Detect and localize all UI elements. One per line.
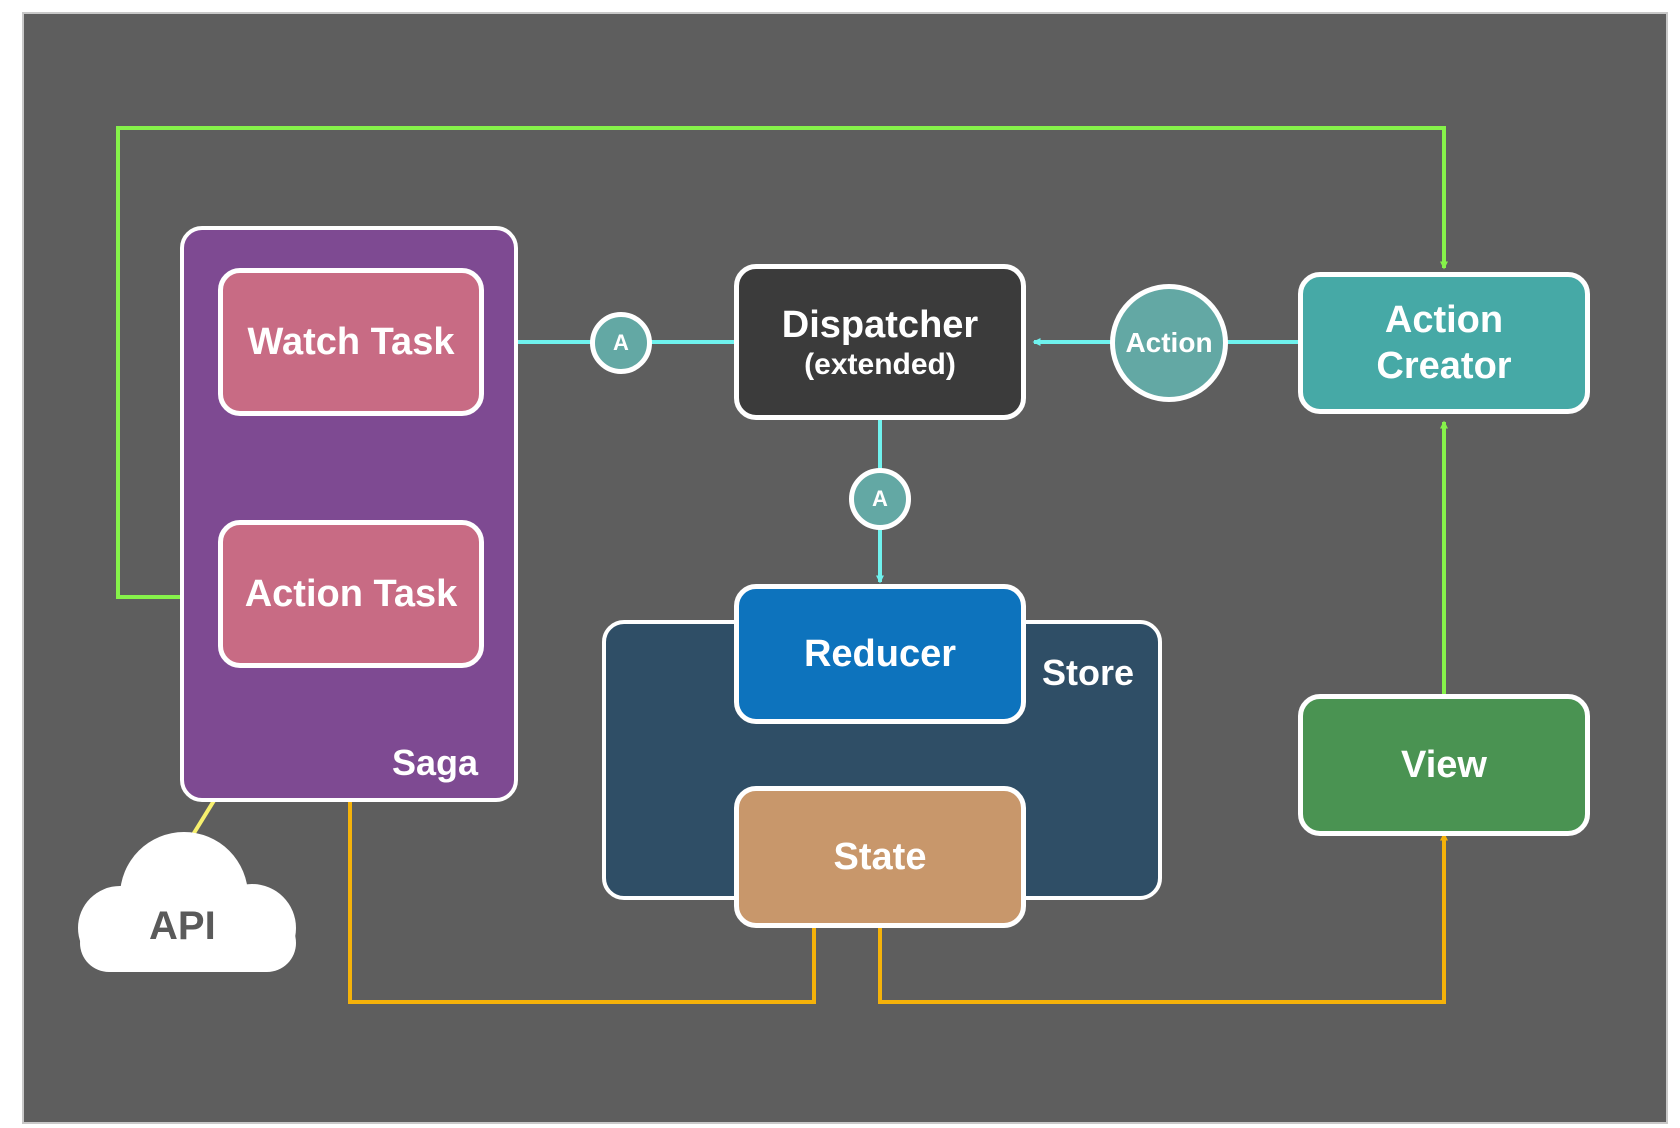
cloud-icon — [78, 832, 296, 972]
arrow-state-to-action-task — [346, 666, 816, 1004]
a-bubble-left: A — [590, 312, 652, 374]
dispatcher-subtitle: (extended) — [804, 348, 956, 381]
state-node[interactable]: State — [734, 786, 1026, 928]
view-node[interactable]: View — [1298, 694, 1590, 836]
dispatcher-node[interactable]: Dispatcher (extended) — [734, 264, 1026, 420]
arrow-state-to-view — [878, 832, 1448, 1004]
watch-task-node[interactable]: Watch Task — [218, 268, 484, 416]
diagram-canvas: Saga Store Watch Task Action Task Dispat… — [22, 12, 1668, 1124]
view-label: View — [1401, 744, 1487, 786]
dispatcher-title: Dispatcher — [781, 304, 979, 346]
reducer-node[interactable]: Reducer — [734, 584, 1026, 724]
action-creator-node[interactable]: Action Creator — [1298, 272, 1590, 414]
action-task-node[interactable]: Action Task — [218, 520, 484, 668]
saga-label: Saga — [392, 742, 479, 783]
a-bubble-left-label: A — [613, 330, 629, 355]
action-creator-label-line2: Creator — [1376, 345, 1512, 387]
a-bubble-down: A — [849, 468, 911, 530]
a-bubble-down-label: A — [872, 486, 888, 511]
watch-task-label: Watch Task — [247, 321, 455, 363]
arrow-action-task-to-action-creator — [116, 126, 1448, 599]
action-bubble: Action — [1110, 284, 1228, 402]
api-label: API — [149, 904, 216, 948]
action-task-label: Action Task — [244, 573, 458, 615]
store-label: Store — [1042, 652, 1135, 693]
state-label: State — [833, 836, 927, 878]
reducer-label: Reducer — [803, 633, 957, 675]
action-bubble-label: Action — [1125, 327, 1213, 358]
action-creator-label-line1: Action — [1384, 299, 1504, 341]
